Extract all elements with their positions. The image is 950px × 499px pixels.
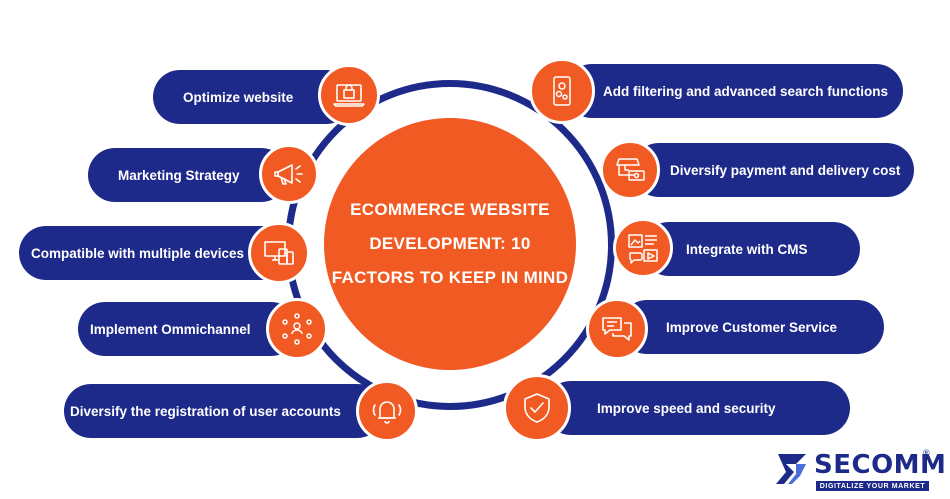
factor-label: Marketing Strategy — [118, 167, 240, 183]
factor-pill-customer-service: Improve Customer Service — [620, 300, 884, 354]
bell-icon — [356, 380, 418, 442]
factor-pill-integrate-cms: Integrate with CMS — [642, 222, 860, 276]
factor-label: Add filtering and advanced search functi… — [603, 83, 889, 99]
factor-label: Implement Ommichannel — [90, 321, 251, 337]
factor-label: Integrate with CMS — [686, 241, 808, 257]
devices-icon — [248, 222, 310, 284]
center-title-line: DEVELOPMENT: 10 — [369, 234, 531, 253]
factor-label: Optimize website — [183, 89, 294, 105]
factor-pill-implement-omnichannel: Implement Ommichannel — [78, 302, 298, 356]
logo-tagline: DIGITALIZE YOUR MARKET — [816, 481, 929, 491]
factor-pill-payment-delivery: Diversify payment and delivery cost — [632, 143, 914, 197]
network-hub-icon — [266, 298, 328, 360]
factor-pill-compatible-devices: Compatible with multiple devices — [19, 226, 289, 280]
megaphone-icon — [259, 144, 319, 204]
factor-pill-filtering-search: Add filtering and advanced search functi… — [565, 64, 903, 118]
factor-pill-marketing-strategy: Marketing Strategy — [88, 148, 288, 202]
laptop-bag-icon — [318, 64, 380, 126]
logo-registered-mark: ® — [923, 448, 930, 458]
secomm-logo: SECOMM ® DIGITALIZE YOUR MARKET — [774, 448, 946, 492]
factor-pill-registration: Diversify the registration of user accou… — [64, 384, 384, 438]
logo-wordmark: SECOMM — [814, 450, 947, 480]
chat-bubbles-icon — [586, 298, 648, 360]
shield-check-icon — [503, 374, 571, 442]
center-title-circle: ECOMMERCE WEBSITE DEVELOPMENT: 10 FACTOR… — [324, 118, 576, 370]
factor-label: Diversify payment and delivery cost — [670, 162, 901, 178]
factor-label: Improve speed and security — [597, 400, 776, 416]
factor-label: Compatible with multiple devices — [31, 245, 245, 261]
secomm-logo-mark — [776, 454, 806, 484]
center-title-line: ECOMMERCE WEBSITE — [350, 200, 550, 219]
phone-gears-icon — [529, 58, 595, 124]
factor-pill-speed-security: Improve speed and security — [544, 381, 850, 435]
center-title-line: FACTORS TO KEEP IN MIND — [331, 268, 569, 287]
content-blocks-icon — [613, 218, 673, 278]
store-cash-icon — [600, 140, 660, 200]
factor-label: Improve Customer Service — [666, 319, 838, 335]
factor-label: Diversify the registration of user accou… — [70, 403, 341, 419]
